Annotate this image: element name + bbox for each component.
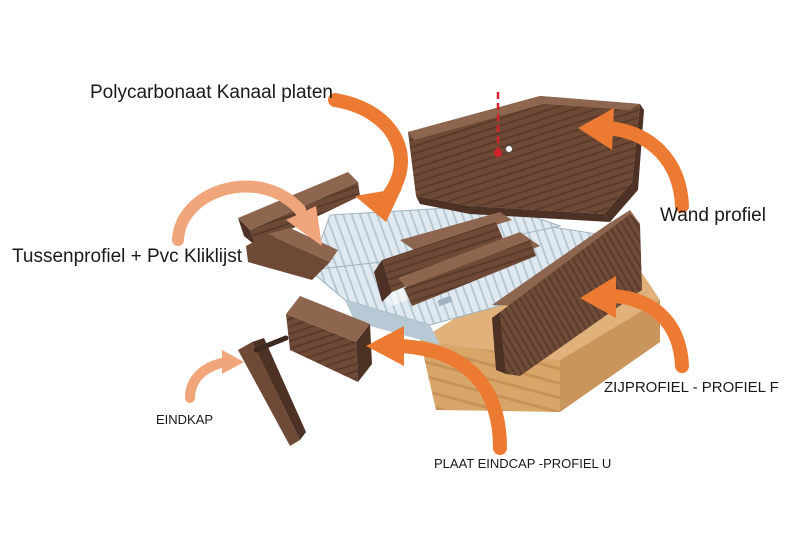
label-polycarbonaat-kanaal-platen: Polycarbonaat Kanaal platen (90, 82, 333, 103)
screw-marker (494, 92, 513, 157)
end-cap (238, 335, 306, 446)
label-tussenprofiel: Tussenprofiel + Pvc Kliklijst (12, 246, 243, 267)
end-cap-u-profile (286, 296, 372, 382)
arrow-plaat-eindcap (366, 326, 507, 455)
label-eindkap: EINDKAP (156, 412, 214, 427)
arrow-zijprofiel (580, 276, 689, 373)
arrow-polycarbonate (328, 93, 408, 222)
label-zijprofiel: ZIJPROFIEL - PROFIEL F (604, 379, 779, 396)
label-plaat-eindcap: PLAAT EINDCAP -PROFIEL U (434, 456, 612, 471)
side-profile-f (492, 210, 642, 376)
arrow-wand-profiel (578, 108, 689, 213)
center-rail (398, 232, 540, 307)
arrow-eindkap (185, 350, 244, 403)
label-wand-profiel: Wand profiel (660, 205, 766, 226)
wall-profile (408, 96, 644, 222)
arrow-tussenprofiel (172, 180, 322, 246)
